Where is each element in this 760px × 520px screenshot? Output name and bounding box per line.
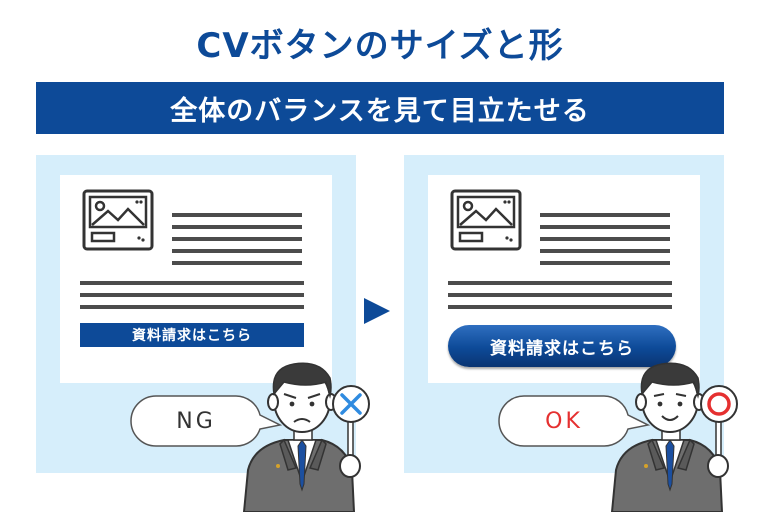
image-placeholder-icon bbox=[82, 189, 154, 251]
text-line bbox=[540, 261, 670, 265]
text-line bbox=[540, 249, 670, 253]
circle-icon bbox=[707, 392, 731, 416]
text-line bbox=[172, 213, 302, 217]
ng-example-panel: 資料請求はこちら NG bbox=[36, 155, 356, 473]
text-line bbox=[540, 213, 670, 217]
text-line bbox=[448, 293, 672, 297]
text-line bbox=[172, 249, 302, 253]
businessman-ok-illustration bbox=[610, 362, 738, 512]
text-line bbox=[448, 305, 672, 309]
cta-button-small[interactable]: 資料請求はこちら bbox=[80, 323, 304, 347]
text-line bbox=[540, 225, 670, 229]
page-mockup-card: 資料請求はこちら bbox=[60, 175, 332, 383]
image-placeholder-icon bbox=[450, 189, 522, 251]
text-line bbox=[172, 237, 302, 241]
subtitle-banner: 全体のバランスを見て目立たせる bbox=[36, 82, 724, 134]
text-line bbox=[172, 225, 302, 229]
verdict-label: NG bbox=[176, 408, 216, 434]
page-title: CVボタンのサイズと形 bbox=[196, 26, 564, 66]
text-line bbox=[80, 293, 304, 297]
businessman-ng-illustration bbox=[242, 362, 370, 512]
text-line bbox=[172, 261, 302, 265]
verdict-label: OK bbox=[545, 408, 583, 434]
ok-example-panel: 資料請求はこちら OK bbox=[404, 155, 724, 473]
page-mockup-card: 資料請求はこちら bbox=[428, 175, 700, 383]
text-line bbox=[448, 281, 672, 285]
text-line bbox=[80, 281, 304, 285]
arrow-right-icon bbox=[364, 298, 390, 324]
cta-button-large[interactable]: 資料請求はこちら bbox=[448, 325, 676, 367]
text-line bbox=[80, 305, 304, 309]
cross-icon bbox=[340, 393, 362, 415]
text-line bbox=[540, 237, 670, 241]
